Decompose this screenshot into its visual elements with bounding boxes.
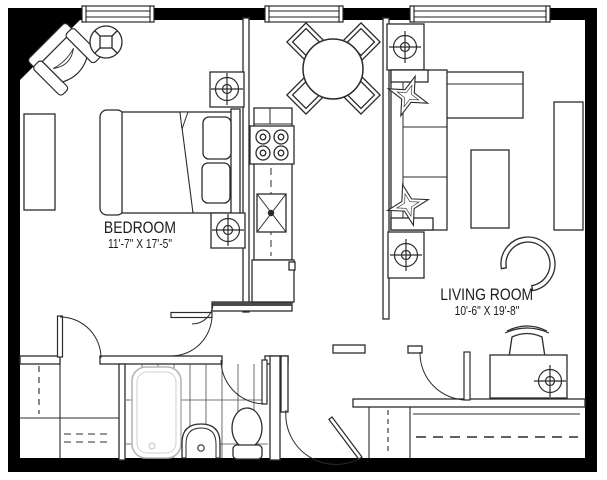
bedroom-door [170,311,213,357]
desk-chair-seat [508,332,546,358]
nightstand-1 [209,71,245,108]
stove [249,125,295,165]
bathroom-door [220,359,268,405]
nightstand-2 [210,212,246,249]
desk [489,354,568,399]
tv-console [553,101,584,231]
bed [99,108,241,217]
wall-bedroom-kitchen [242,17,250,313]
bed-blanket-corner [179,111,189,130]
bathroom [126,364,268,460]
wall-closet-bath [118,363,126,461]
sink-center-dot [267,209,275,217]
wall-hall-2 [99,355,223,365]
sink-drain [197,444,205,452]
bathtub [131,366,182,459]
window-living [409,5,551,23]
window-bedroom [81,5,155,23]
entry-door [285,409,363,465]
kitchen-door-swing [191,302,214,325]
windows [81,5,551,23]
desk-chair-back2 [506,325,548,332]
fridge-handle [288,261,296,271]
wall-living-door-jamb [407,345,423,354]
dining-set [285,21,382,116]
ceiling-light-icon [89,25,123,59]
wall-bath-east [269,355,281,461]
refrigerator [251,259,296,303]
doors [56,302,471,465]
wall-hall-1 [19,355,61,365]
closets [20,364,580,458]
toilet [231,407,263,460]
bed-pillow-2 [201,162,231,204]
round-chair [500,236,556,292]
end-table-2 [387,231,425,279]
sofa-sectional [385,69,524,231]
desk-chair-back [504,327,550,334]
bed-footboard [99,109,125,216]
wall-dining-living [382,17,390,320]
desk-area [489,325,568,399]
interior-walls [19,17,586,461]
tub-drain [148,442,156,450]
closet-door [56,315,102,359]
sofa-arm-top [390,69,429,83]
dining-table [302,38,364,100]
bed-pillow-1 [202,116,232,160]
kitchen [249,107,296,303]
wall-entry-west [280,355,289,413]
throw-pillow-2 [385,182,431,228]
kitchen-sink [256,193,287,233]
armchair-cushion-line [52,47,74,69]
throw-pillow-1 [386,74,430,118]
bed-headboard [230,108,241,217]
end-table-1 [386,23,425,71]
pedestal-sink [181,423,221,459]
wall-vestibule-stub [332,344,366,354]
coffee-table [470,149,510,229]
living-room [385,23,584,399]
dresser [23,113,56,211]
living-room-door [419,351,471,401]
bedroom [23,22,246,249]
window-dining [264,5,344,23]
wall-kitchen-south-cap [212,302,292,306]
armchair [27,22,101,96]
